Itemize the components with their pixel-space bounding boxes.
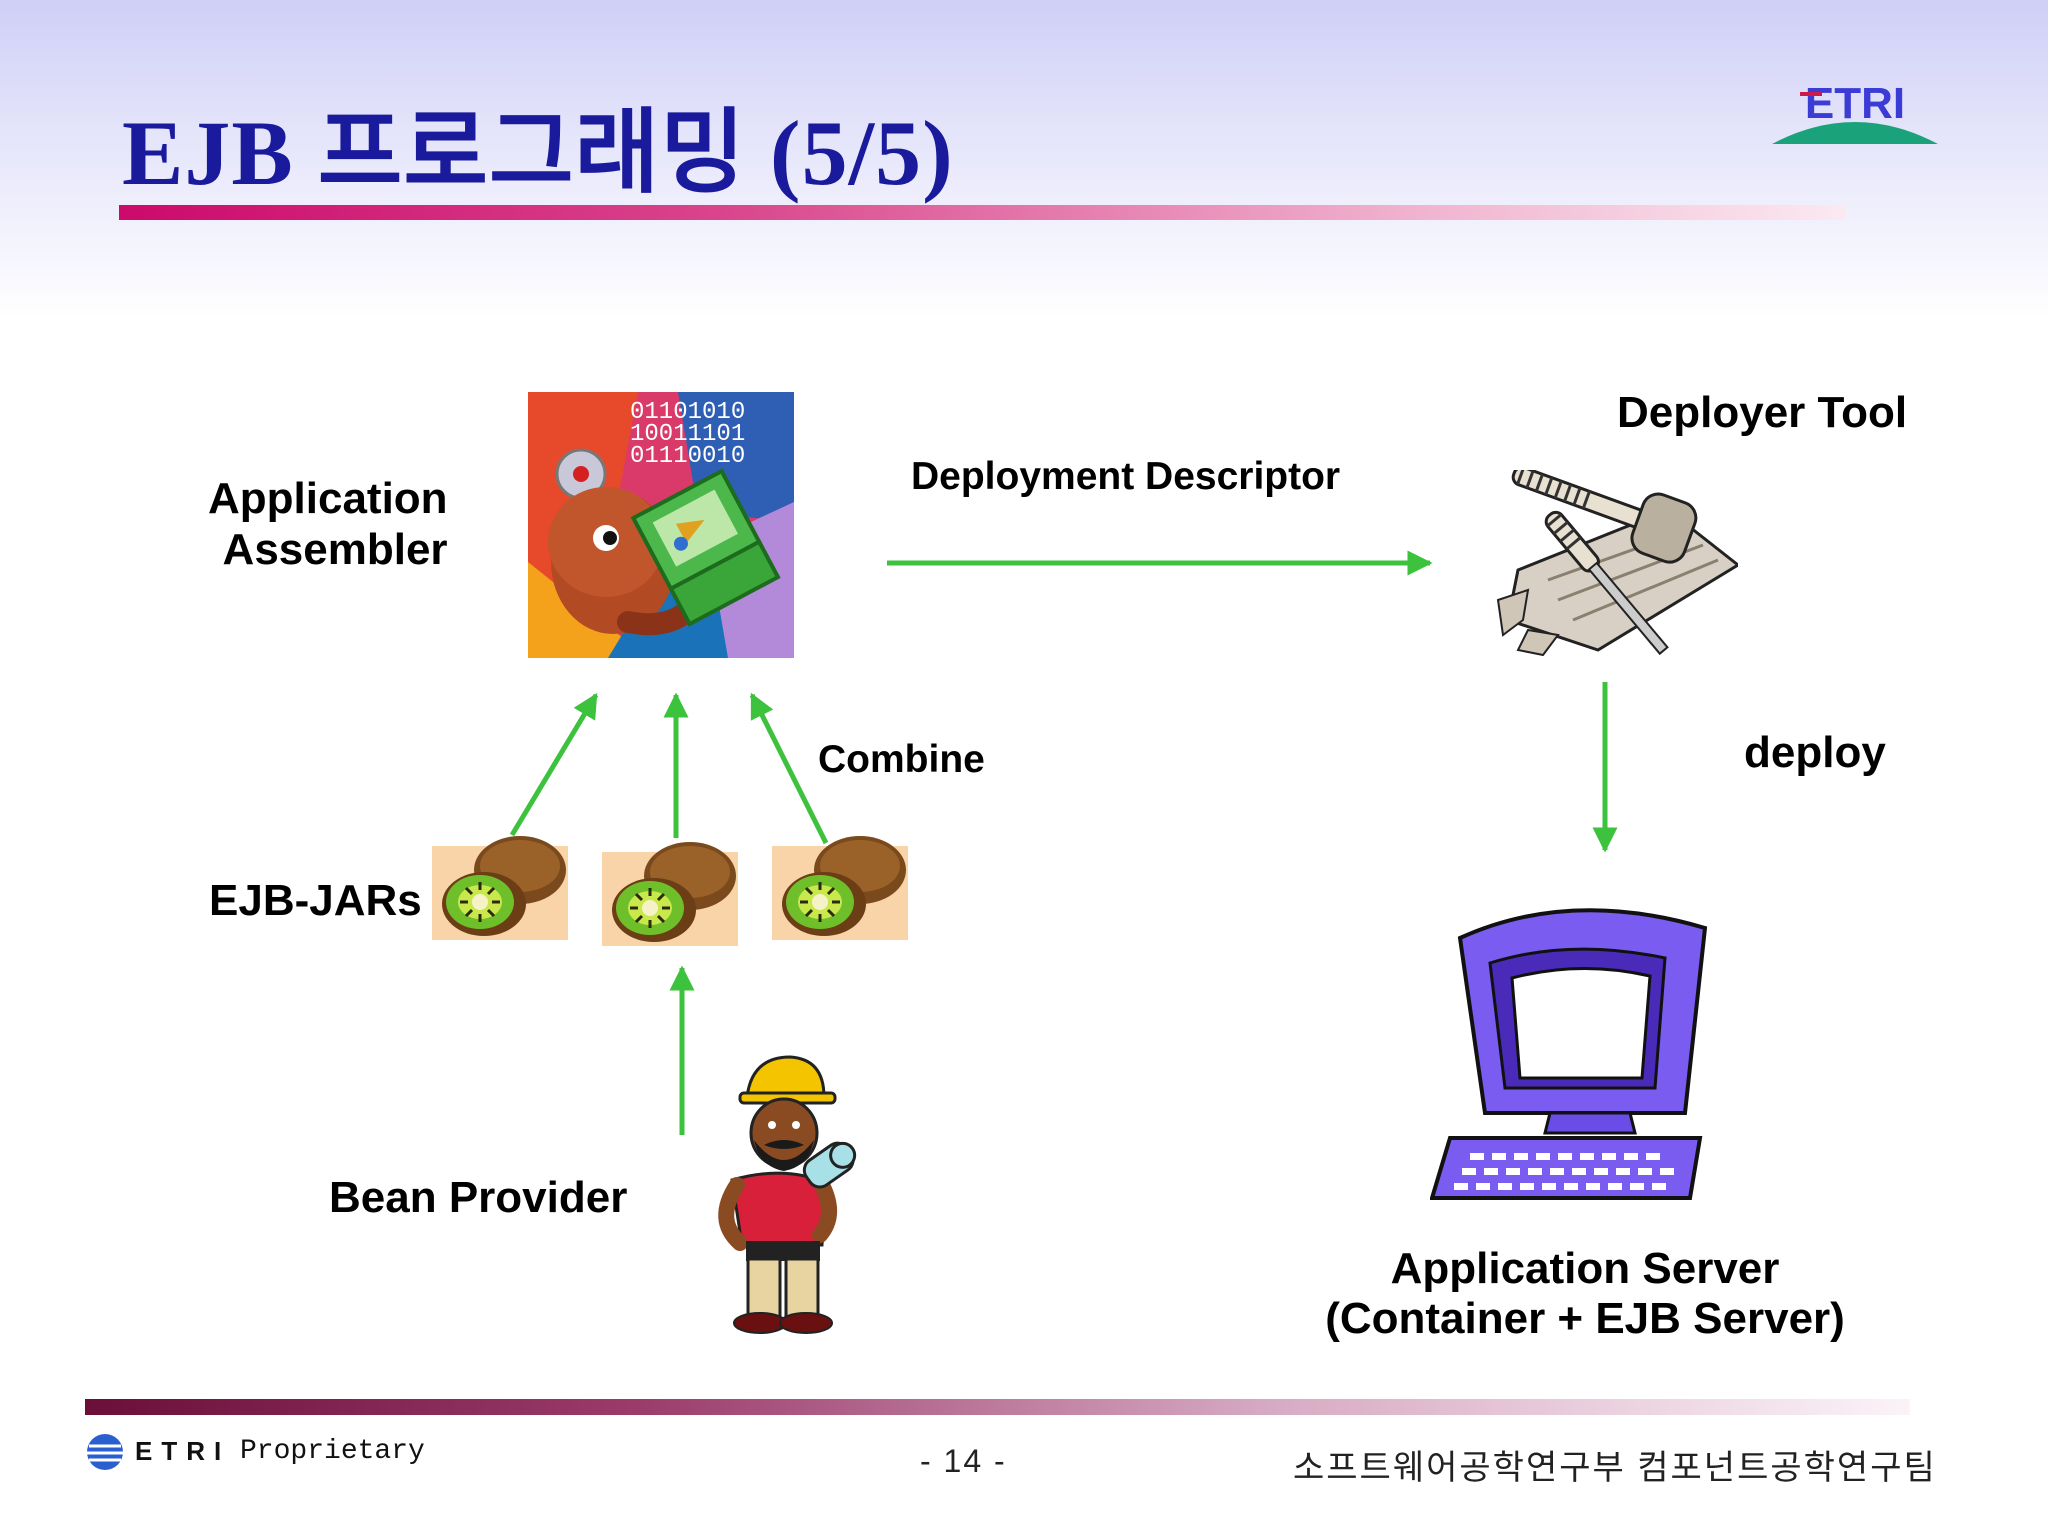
footer-team: 소프트웨어공학연구부 컴포넌트공학연구팀 [1293,1449,1937,1487]
etri-logo: ETRI [1772,79,1938,144]
bean-provider-label: Bean Provider [329,1173,628,1222]
assembler-clipart: 01101010 10011101 01110010 [528,392,794,658]
footer-brand: ETRI [135,1436,231,1466]
binary-line-1: 01101010 [630,399,745,426]
ejb-jars-label: EJB-JARs [209,876,422,925]
ejb-jar-kiwi-3 [772,836,908,940]
binary-line-3: 01110010 [630,443,745,470]
application-server-clipart [1430,908,1708,1200]
combine-arrow-left [509,692,599,837]
header-background [0,0,2048,320]
ejb-jar-kiwi-2 [602,842,738,946]
page-number: - 14 - [920,1443,1007,1479]
ejb-jar-kiwi-1 [432,836,568,940]
combine-label: Combine [818,738,985,781]
application-assembler-label: Application Assembler [208,473,448,575]
application-server-line2: (Container + EJB Server) [1325,1294,1845,1343]
binary-line-2: 10011101 [630,421,745,448]
slide-title: EJB 프로그래밍 (5/5) [122,102,954,204]
deploy-label: deploy [1744,728,1886,777]
footer-globe-icon [87,1434,123,1470]
combine-arrow-right [749,692,829,845]
deployer-tool-clipart [1496,470,1738,657]
application-server-label: Application Server (Container + EJB Serv… [1300,1244,1870,1344]
application-server-line1: Application Server [1390,1244,1780,1293]
etri-logo-text: ETRI [1805,79,1905,128]
application-assembler-text: Application Assembler [208,474,448,574]
bean-provider-clipart [718,1055,857,1334]
deployment-descriptor-label: Deployment Descriptor [911,455,1341,498]
deployer-tool-label: Deployer Tool [1617,388,1908,437]
title-underline-bar [119,205,1845,220]
footer-bar [85,1399,1910,1415]
footer-proprietary: Proprietary [240,1436,425,1467]
